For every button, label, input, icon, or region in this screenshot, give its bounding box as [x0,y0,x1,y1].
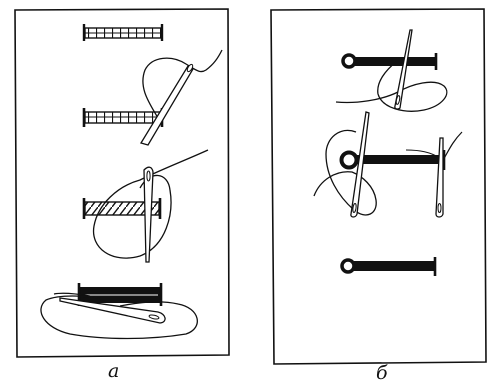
thread-tail-b2 [442,132,462,162]
keyhole-step-1 [336,30,447,111]
buttonhole-step-4 [41,283,197,339]
buttonhole-step-1 [84,24,162,41]
needle-b1 [395,30,412,109]
needle-3 [144,167,153,262]
thread-loop-b2 [314,130,376,215]
keyhole-step-2 [314,112,462,217]
thread-loop-b1 [336,62,447,111]
buttonhole-step-3 [84,150,208,262]
keyhole-step-3 [342,257,435,276]
panel-b [271,9,486,364]
panel-a [15,9,229,357]
panel-a-label: а [108,362,119,381]
needle-2 [141,64,194,145]
panel-a-frame [15,9,229,357]
buttonhole-step-2 [84,50,222,145]
panel-b-label: б [376,364,388,383]
needle-b2-right [436,138,443,217]
